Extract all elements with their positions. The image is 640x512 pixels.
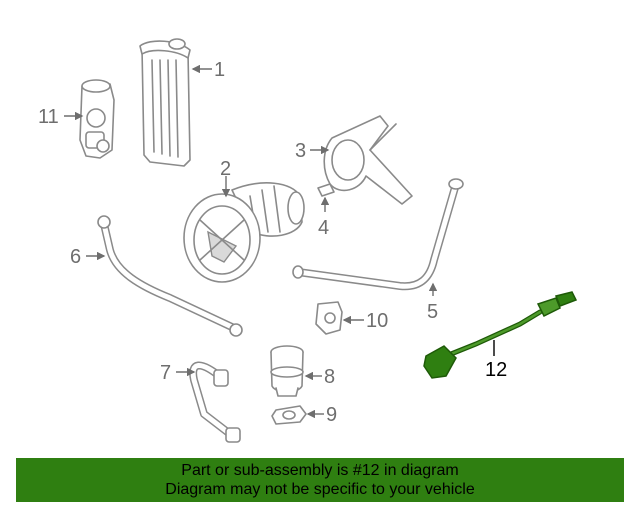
callout-12[interactable]: 12 — [485, 359, 507, 381]
part-4-clip[interactable] — [317, 183, 335, 197]
callout-9[interactable]: 9 — [326, 404, 337, 426]
part-1-canister[interactable] — [139, 38, 191, 167]
callout-4[interactable]: 4 — [318, 217, 329, 239]
parts-diagram: 1 11 2 3 4 5 — [38, 38, 578, 443]
part-8-check-valve[interactable] — [270, 345, 304, 397]
part-12-oxygen-sensor[interactable] — [423, 291, 578, 379]
part-3-intake-duct[interactable] — [323, 115, 413, 205]
part-2-air-pump[interactable] — [183, 182, 305, 283]
footer-banner: Part or sub-assembly is #12 in diagram D… — [16, 458, 624, 502]
callout-2[interactable]: 2 — [220, 158, 231, 180]
callout-8[interactable]: 8 — [324, 366, 335, 388]
part-7-tube[interactable] — [189, 361, 241, 443]
part-6-pipe[interactable] — [97, 215, 243, 337]
part-11-valve[interactable] — [79, 79, 115, 159]
callout-10[interactable]: 10 — [366, 310, 388, 332]
callout-5[interactable]: 5 — [427, 301, 438, 323]
callout-6[interactable]: 6 — [70, 246, 81, 268]
callout-1[interactable]: 1 — [214, 59, 225, 81]
callout-3[interactable]: 3 — [295, 140, 306, 162]
part-5-hose[interactable] — [292, 178, 464, 291]
part-10-bracket[interactable] — [315, 301, 343, 335]
callout-11[interactable]: 11 — [38, 106, 59, 128]
footer-line-2: Diagram may not be specific to your vehi… — [165, 481, 475, 498]
part-9-gasket[interactable] — [271, 405, 307, 425]
footer-line-1: Part or sub-assembly is #12 in diagram — [181, 462, 459, 479]
callout-7[interactable]: 7 — [160, 362, 171, 384]
